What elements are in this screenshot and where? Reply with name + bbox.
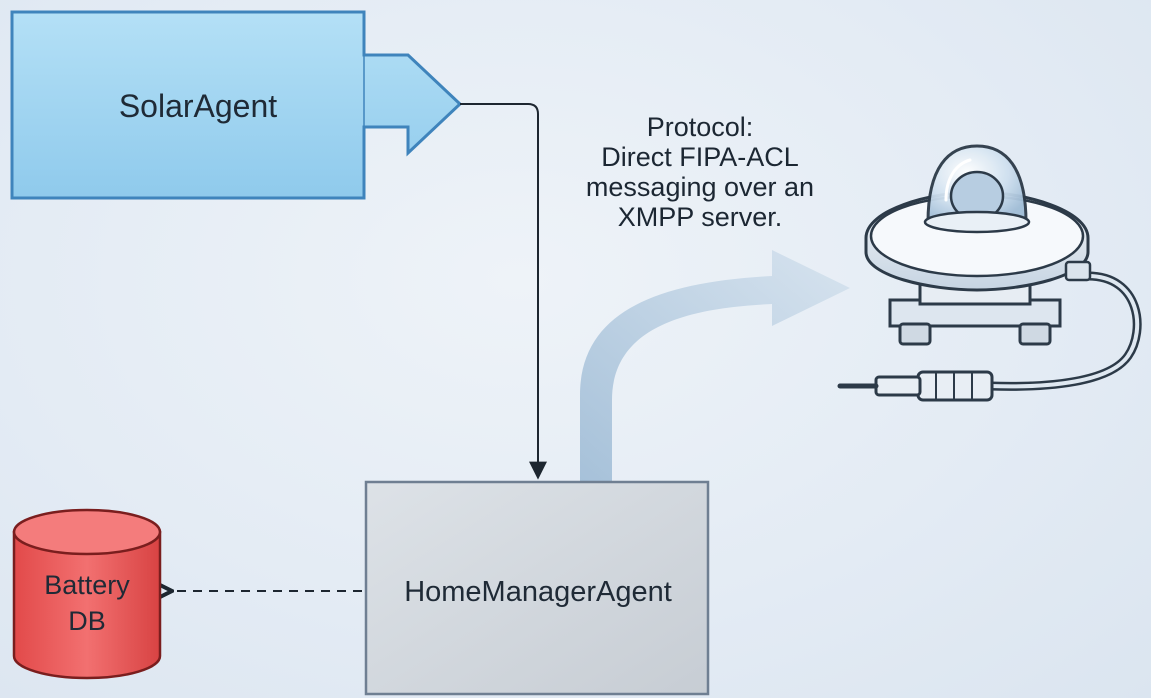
protocol-annotation: Protocol: Direct FIPA-ACL messaging over… — [540, 112, 860, 232]
protocol-note-line2: Direct FIPA-ACL — [601, 142, 799, 172]
battery-db-node: Battery DB — [12, 508, 162, 680]
sensor-side-port — [1064, 260, 1092, 282]
solar-agent-node: SolarAgent — [10, 10, 463, 200]
home-manager-agent-node: HomeManagerAgent — [364, 480, 710, 696]
solar-agent-label: SolarAgent — [119, 88, 277, 124]
protocol-note-line3: messaging over an — [585, 172, 815, 202]
sensor-dome-glint — [944, 158, 972, 202]
solar-agent-shape — [10, 10, 463, 200]
battery-db-cylinder-body — [12, 530, 162, 680]
sensor-cable-highlight — [988, 274, 1140, 389]
home-manager-agent-box — [364, 480, 710, 696]
pyranometer-sensor-icon — [837, 144, 1142, 402]
battery-db-cylinder-top — [12, 508, 162, 556]
sensor-dome-rim — [923, 210, 1031, 234]
protocol-note-line1: Protocol: — [646, 112, 754, 142]
cable-connector-plug — [837, 370, 994, 402]
solar-to-home-connector — [460, 103, 547, 480]
battery-db-label-line2: DB — [68, 606, 106, 636]
battery-db-label-line1: Battery — [44, 570, 130, 600]
protocol-note-line4: XMPP server. — [617, 202, 783, 232]
home-manager-agent-label: HomeManagerAgent — [404, 576, 672, 608]
xmpp-flow-arrow — [580, 250, 850, 482]
